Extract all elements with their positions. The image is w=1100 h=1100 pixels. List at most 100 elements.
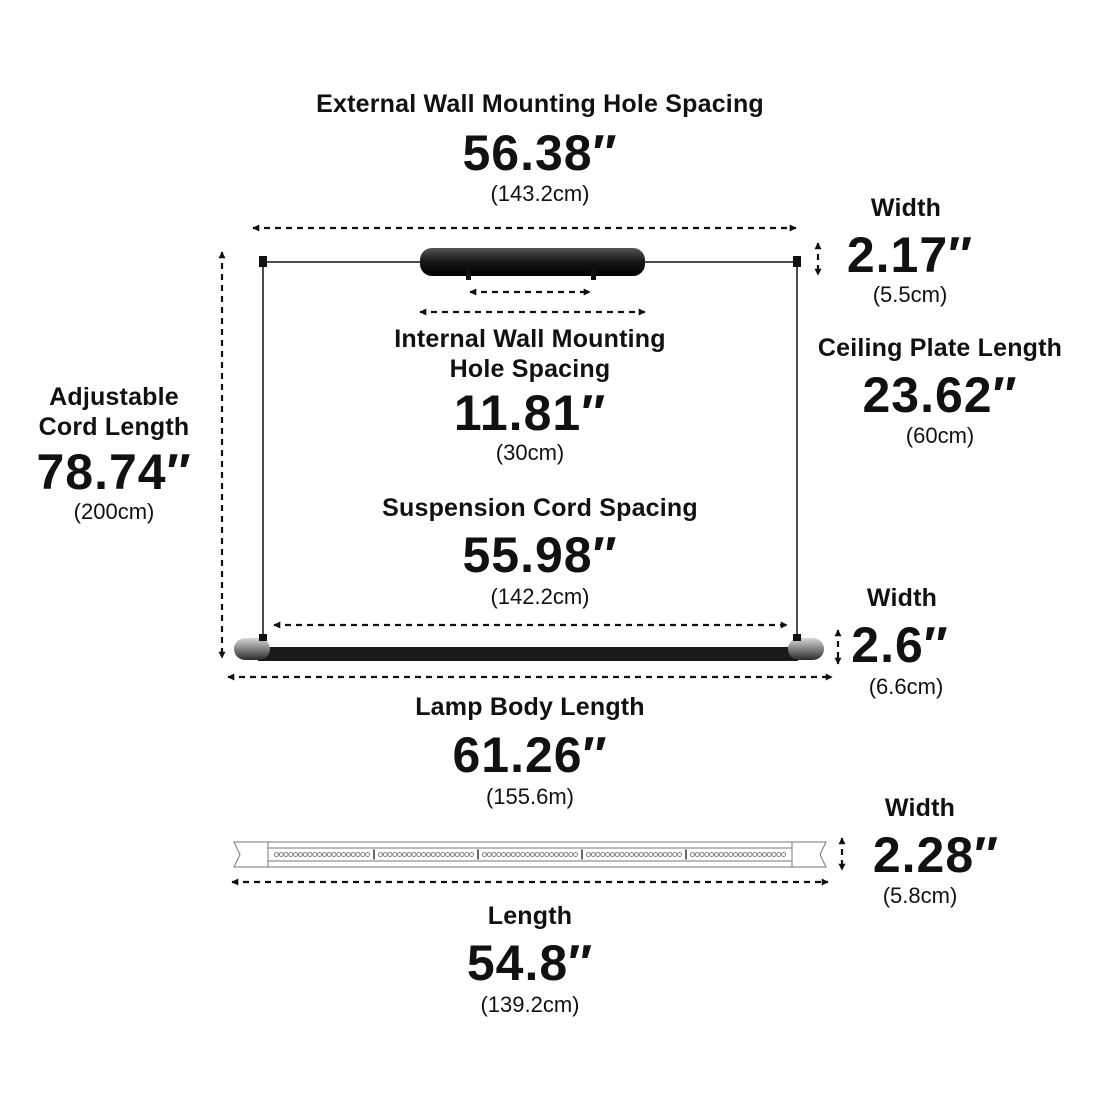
- external-spacing-title: External Wall Mounting Hole Spacing: [316, 90, 764, 118]
- lamp-end-cap-right: [788, 638, 824, 660]
- led-dot: [486, 852, 492, 857]
- cord-length-title-line2: Cord Length: [38, 413, 190, 441]
- led-dot: [411, 852, 417, 857]
- led-dot: [624, 852, 630, 857]
- led-dot: [638, 852, 644, 857]
- led-dot: [401, 852, 407, 857]
- led-dot: [496, 852, 502, 857]
- led-width-title: Width: [884, 794, 956, 822]
- cord-spacing-title: Suspension Cord Spacing: [382, 494, 698, 522]
- led-dot: [510, 852, 516, 857]
- led-dot: [278, 852, 284, 857]
- led-dot: [766, 852, 772, 857]
- led-dot: [302, 852, 308, 857]
- led-dot: [714, 852, 719, 857]
- led-dot: [723, 852, 729, 857]
- led-strip-body: [267, 841, 793, 868]
- led-dot: [336, 852, 342, 857]
- led-dot: [530, 852, 535, 857]
- led-dot: [464, 852, 470, 857]
- led-dot: [629, 852, 634, 857]
- led-dot: [288, 852, 294, 857]
- led-dot: [440, 852, 446, 857]
- ceiling-width-title: Width: [870, 194, 942, 222]
- internal-spacing-title-line2: Hole Spacing: [449, 355, 611, 383]
- led-dot: [365, 852, 371, 857]
- led-dot: [425, 852, 431, 857]
- led-length-inches: 54.8″: [466, 935, 594, 991]
- cord-spacing-cm: (142.2cm): [490, 584, 590, 609]
- ceiling-plate-right-hole: [591, 268, 596, 280]
- led-dot: [312, 852, 318, 857]
- lamp-body-title: Lamp Body Length: [415, 693, 645, 721]
- lamp-end-cap-left: [234, 638, 270, 660]
- cord-connector-left: [259, 634, 267, 641]
- led-dot: [515, 852, 521, 857]
- cord-length-title-line1: Adjustable: [49, 383, 179, 411]
- internal-spacing-inches: 11.81″: [453, 385, 607, 441]
- ceiling-plate: [420, 248, 645, 276]
- ceiling-width-cm: (5.5cm): [872, 282, 948, 307]
- left-mount-point: [259, 256, 267, 267]
- led-dot: [469, 852, 475, 857]
- internal-spacing-cm: (30cm): [495, 440, 565, 465]
- led-dot: [610, 852, 615, 857]
- led-dot: [392, 852, 398, 857]
- led-dot: [273, 852, 279, 857]
- cord-connector-right: [793, 634, 801, 641]
- led-dot: [293, 852, 299, 857]
- led-dot: [345, 852, 351, 857]
- external-spacing-inches: 56.38″: [462, 125, 618, 181]
- cord-length-inches: 78.74″: [36, 444, 192, 500]
- led-width-cm: (5.8cm): [882, 883, 958, 908]
- lamp-body-cm: (155.6m): [485, 784, 575, 809]
- ceiling-plate-left-hole: [466, 268, 471, 280]
- led-dot: [568, 852, 574, 857]
- led-dot: [459, 852, 465, 857]
- led-dot: [283, 852, 289, 857]
- lamp-width-cm: (6.6cm): [868, 674, 944, 699]
- led-dot: [672, 852, 678, 857]
- lamp-width-inches: 2.6″: [851, 617, 949, 673]
- led-dot: [658, 852, 663, 857]
- led-dot: [355, 852, 361, 857]
- led-dot: [667, 852, 673, 857]
- led-dot: [520, 852, 526, 857]
- led-dot: [614, 852, 620, 857]
- led-dot: [595, 852, 601, 857]
- led-dot: [600, 852, 606, 857]
- led-dot: [634, 852, 639, 857]
- led-dot: [573, 852, 578, 857]
- cord-spacing-inches: 55.98″: [462, 527, 618, 583]
- led-strip-left-end: [233, 841, 269, 868]
- led-dot: [481, 852, 487, 857]
- led-dot: [382, 852, 388, 857]
- led-dot: [558, 852, 564, 857]
- led-dot: [747, 852, 753, 857]
- led-dot: [648, 852, 654, 857]
- led-dot: [454, 852, 460, 857]
- led-dot: [771, 852, 777, 857]
- led-dot: [619, 852, 625, 857]
- led-dot: [501, 852, 507, 857]
- led-dot: [387, 852, 393, 857]
- led-dot: [757, 852, 762, 857]
- led-dot: [662, 852, 668, 857]
- led-dot: [505, 852, 511, 857]
- led-strip: [233, 841, 827, 868]
- led-dot: [690, 852, 695, 857]
- led-dot: [590, 852, 596, 857]
- ceiling-plate-title: Ceiling Plate Length: [817, 334, 1063, 362]
- led-dot: [544, 852, 550, 857]
- led-length-title: Length: [487, 902, 573, 930]
- external-spacing-cm: (143.2cm): [490, 181, 590, 206]
- led-length-cm: (139.2cm): [480, 992, 580, 1017]
- led-dot: [677, 852, 682, 857]
- led-dot: [563, 852, 569, 857]
- lamp-width-title: Width: [866, 584, 938, 612]
- cord-length-cm: (200cm): [73, 499, 155, 524]
- led-dot: [752, 852, 758, 857]
- led-dot: [421, 852, 427, 857]
- led-width-inches: 2.28″: [872, 827, 1000, 883]
